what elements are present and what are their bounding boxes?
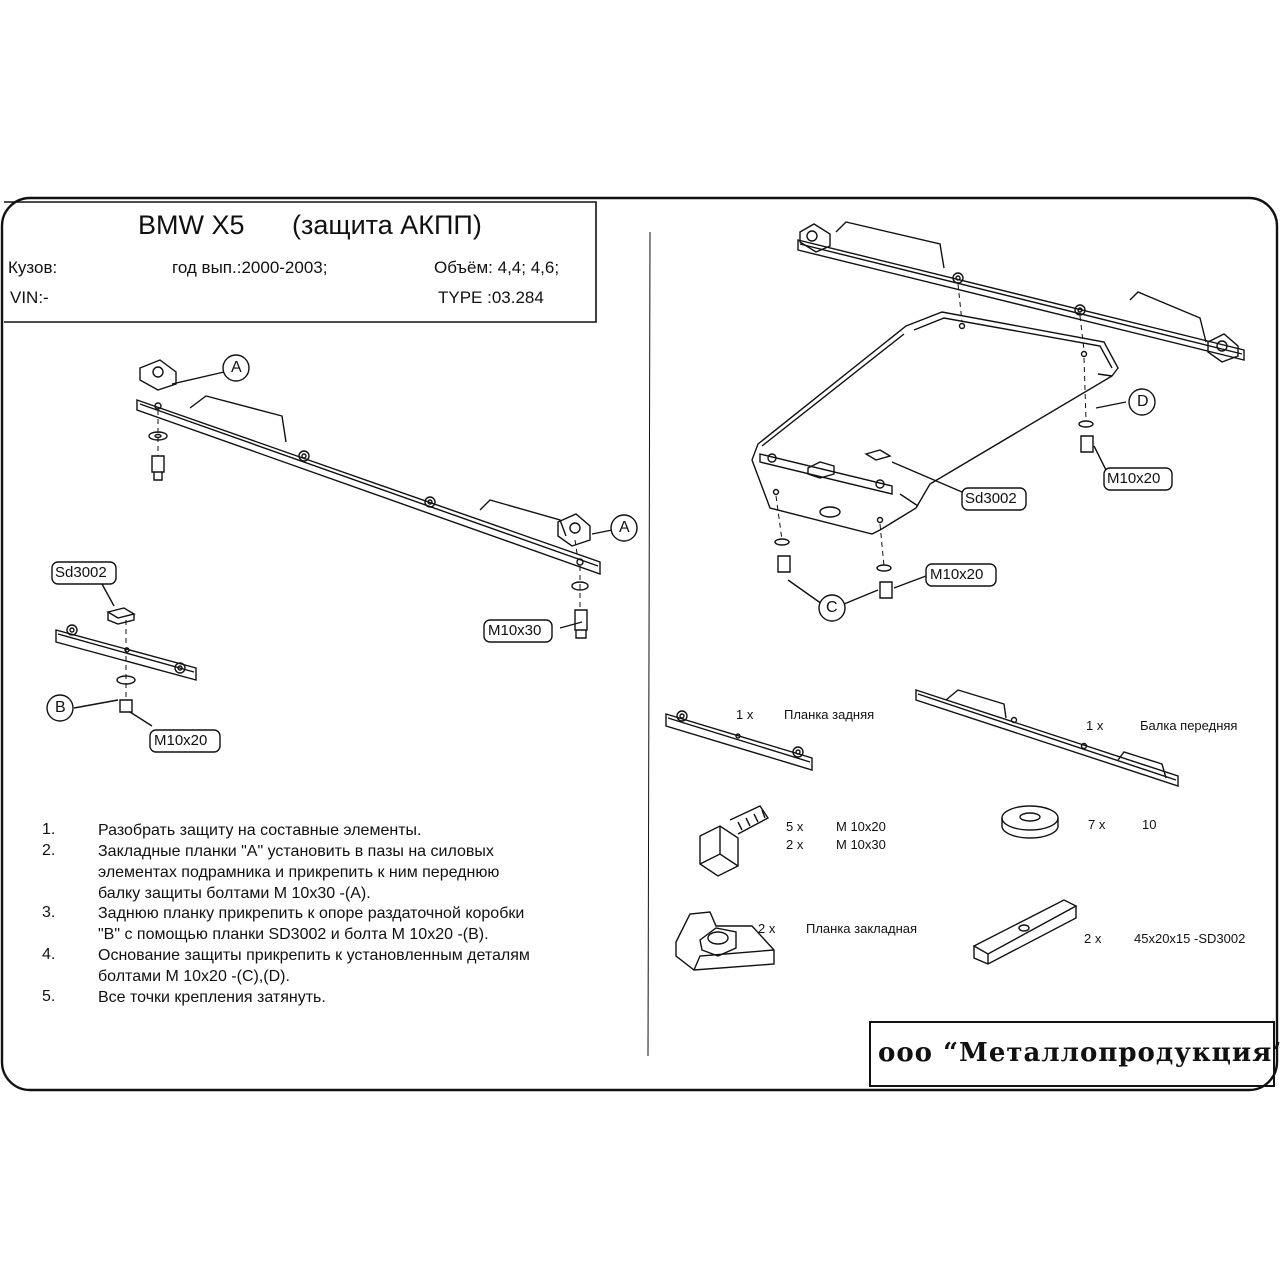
part-name: M 10x20	[836, 819, 886, 834]
front-beam-left	[136, 359, 601, 639]
part-name: M 10x30	[836, 837, 886, 852]
year-label: год вып.:2000-2003;	[172, 258, 328, 277]
part-qty: 2 x	[1084, 931, 1102, 946]
tag-sd3002-right: Sd3002	[965, 490, 1017, 507]
step-text: Разобрать защиту на составные элементы.	[98, 822, 422, 839]
part-washer	[1001, 805, 1059, 839]
tag-sd3002-left: Sd3002	[55, 564, 107, 581]
callout-a-right: A	[619, 519, 630, 536]
part-qty: 2 x	[758, 921, 776, 936]
skid-plate	[751, 311, 1119, 535]
tag-m10x20-c: M10x20	[930, 566, 984, 583]
vin-label: VIN:-	[10, 288, 49, 307]
company-logo: ооо “Металлопродукция”	[878, 1038, 1280, 1068]
step-number: 2.	[42, 842, 56, 859]
title-block-border	[4, 201, 597, 323]
step-text: Закладные планки "А" установить в пазы н…	[98, 843, 500, 902]
tag-m10x20-left: M10x20	[154, 732, 208, 749]
part-name: Балка передняя	[1140, 718, 1238, 733]
center-divider	[647, 231, 651, 1057]
part-sd3002	[972, 899, 1078, 965]
part-bolt	[699, 805, 770, 877]
title: BMW X5	[138, 210, 245, 240]
tag-m10x20-d: M10x20	[1107, 470, 1161, 487]
brand-box	[869, 1021, 1275, 1087]
step-text: Все точки крепления затянуть.	[98, 989, 326, 1006]
front-beam-right	[797, 221, 1245, 363]
type-label: TYPE :03.284	[438, 288, 544, 307]
step-number: 1.	[42, 821, 56, 838]
callout-d: D	[1137, 393, 1149, 410]
callout-c: C	[826, 599, 838, 616]
step-number: 5.	[42, 988, 56, 1005]
part-qty: 7 x	[1088, 817, 1106, 832]
callout-b: B	[55, 699, 66, 716]
part-qty: 1 x	[736, 707, 754, 722]
part-qty: 2 x	[786, 837, 804, 852]
part-name: Планка закладная	[806, 921, 918, 936]
step-number: 4.	[42, 946, 56, 963]
drawing-frame	[0, 196, 1279, 1092]
step-text: Основание защиты прикрепить к установлен…	[98, 947, 530, 985]
part-front-beam	[915, 689, 1179, 787]
volume-label: Объём: 4,4; 4,6;	[434, 258, 560, 277]
callout-a-left: A	[231, 359, 242, 376]
part-name: Планка задняя	[784, 707, 875, 722]
body-label: Кузов:	[8, 258, 58, 277]
part-name: 10	[1142, 817, 1157, 832]
part-name: 45x20x15 -SD3002	[1134, 931, 1246, 946]
step-text: Заднюю планку прикрепить к опоре раздато…	[98, 905, 525, 943]
part-insert-plate	[675, 911, 775, 971]
part-qty: 5 x	[786, 819, 804, 834]
tag-m10x30: M10x30	[488, 622, 542, 639]
subtitle: (защита АКПП)	[292, 210, 482, 240]
part-qty: 1 x	[1086, 718, 1104, 733]
part-rear-plate	[665, 710, 813, 771]
step-number: 3.	[42, 904, 56, 921]
